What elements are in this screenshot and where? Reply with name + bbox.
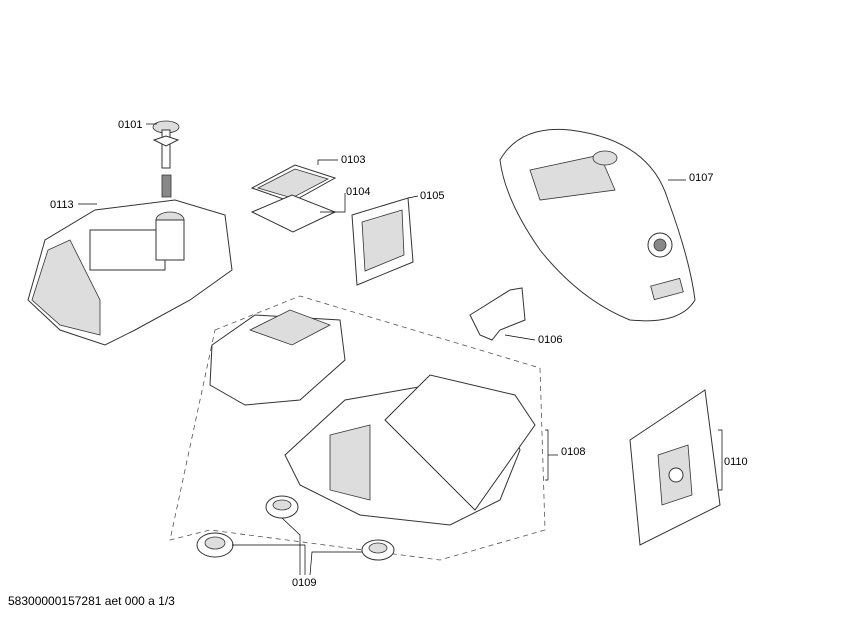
label-0110: 0110 (724, 456, 748, 468)
part-0103-filter[interactable] (250, 164, 337, 203)
label-0104: 0104 (346, 186, 370, 198)
label-0109: 0109 (292, 577, 316, 589)
part-0113-top-cover[interactable] (27, 199, 233, 346)
part-0107-housing[interactable] (499, 128, 696, 322)
part-0109-wheel-3[interactable] (361, 539, 395, 561)
label-0103: 0103 (341, 154, 365, 166)
document-footer-id: 58300000157281 aet 000 a 1/3 (8, 594, 175, 608)
label-0106: 0106 (538, 334, 562, 346)
part-0101-knob[interactable] (152, 120, 180, 198)
part-0108-base-assembly[interactable] (209, 309, 536, 526)
label-0105: 0105 (420, 190, 444, 202)
part-0104-filter-mat[interactable] (250, 194, 337, 233)
part-0110-dust-bag[interactable] (629, 389, 721, 546)
part-0109-wheel-2[interactable] (196, 532, 234, 558)
label-0113: 0113 (50, 199, 74, 211)
part-0109-wheel-1[interactable] (265, 495, 299, 519)
part-0105-filter-frame[interactable] (351, 197, 414, 286)
label-0101: 0101 (118, 119, 142, 131)
group-0108-outline (169, 295, 546, 561)
part-0106-bracket[interactable] (469, 287, 526, 341)
label-0107: 0107 (689, 172, 713, 184)
label-0108: 0108 (561, 446, 585, 458)
